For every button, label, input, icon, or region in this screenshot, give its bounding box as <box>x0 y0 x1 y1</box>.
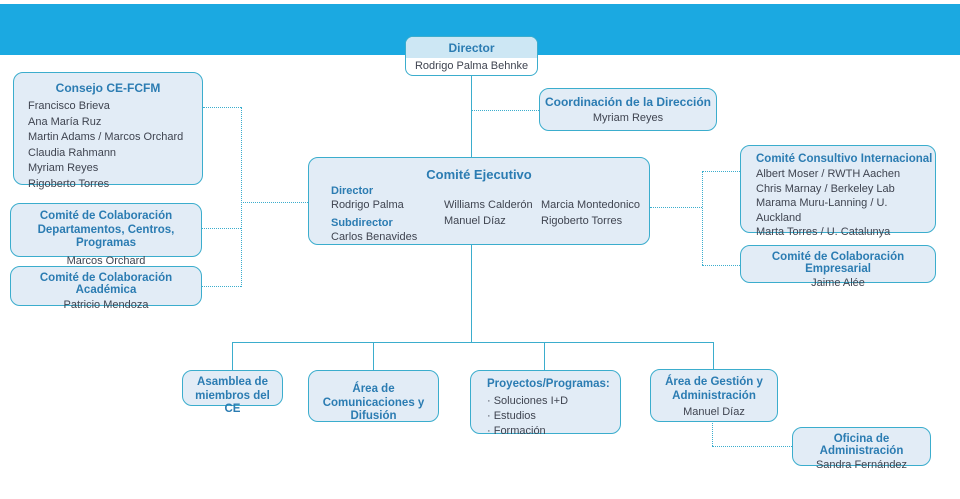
connector-ejecutivo-stem <box>471 245 472 342</box>
node-empresarial-title: Comité de Colaboración Empresarial <box>771 251 905 275</box>
connector-departamentos-branch <box>202 228 241 229</box>
connector-consultivo-branch <box>702 171 740 172</box>
node-academica-title: Comité de Colaboración Académica <box>39 272 173 296</box>
connector-academica-branch <box>202 286 241 287</box>
list-item: · Soluciones I+D <box>487 395 569 407</box>
member-name: Manuel Díaz <box>444 215 506 227</box>
ejecutivo-col-2: Williams Calderón Manuel Díaz <box>444 197 533 229</box>
node-oficina-title: Oficina de Administración <box>819 433 904 457</box>
connector-left-rail <box>241 107 242 287</box>
node-comunicaciones: Área de Comunicaciones y Difusión <box>308 370 439 422</box>
connector-ejecutivo-rightrail <box>650 207 702 208</box>
connector-drop-comunicaciones <box>373 342 374 370</box>
node-ejecutivo-title: Comité Ejecutivo <box>426 167 532 182</box>
connector-gestion-oficina-v <box>712 421 713 446</box>
connector-drop-proyectos <box>544 342 545 370</box>
consejo-member-list: Francisco Brieva Ana María Ruz Martin Ad… <box>14 99 202 192</box>
node-consejo: Consejo CE-FCFM Francisco Brieva Ana Mar… <box>13 72 203 190</box>
list-item: Marta Torres / U. Catalunya <box>756 226 891 238</box>
node-comunicaciones-title: Área de Comunicaciones y Difusión <box>322 383 425 422</box>
list-item: Claudia Rahmann <box>28 146 117 159</box>
connector-drop-gestion <box>713 342 714 369</box>
node-departamentos-title: Comité de Colaboración Departamentos, Ce… <box>37 210 175 249</box>
node-consultivo: Comité Consultivo Internacional Albert M… <box>740 145 936 238</box>
connector-director-ejecutivo <box>471 76 472 157</box>
connector-leftrail-ejecutivo <box>241 202 308 203</box>
list-item: Albert Moser / RWTH Aachen <box>756 168 901 180</box>
member-name: Rigoberto Torres <box>541 215 623 227</box>
list-item: Francisco Brieva <box>28 100 110 112</box>
node-director: Director Rodrigo Palma Behnke <box>405 36 538 76</box>
node-consultivo-title: Comité Consultivo Internacional <box>756 153 933 165</box>
node-academica: Comité de Colaboración Académica Patrici… <box>10 266 202 311</box>
subdirector-name: Carlos Benavides <box>331 230 418 243</box>
connector-director-coordinacion <box>472 110 539 111</box>
director-name: Rodrigo Palma <box>331 198 404 211</box>
connector-drop-asamblea <box>232 342 233 370</box>
connector-consejo-branch <box>203 107 241 108</box>
node-coordinacion: Coordinación de la Dirección Myriam Reye… <box>539 88 717 131</box>
node-director-title: Director <box>406 37 537 58</box>
node-coordinacion-name: Myriam Reyes <box>592 112 664 124</box>
list-item: Martin Adams / Marcos Orchard <box>28 131 184 143</box>
node-proyectos-title: Proyectos/Programas: <box>487 378 610 390</box>
connector-gestion-oficina-h <box>712 446 792 447</box>
node-empresarial: Comité de Colaboración Empresarial Jaime… <box>740 245 936 289</box>
node-consejo-title: Consejo CE-FCFM <box>55 81 161 95</box>
list-item: Rigoberto Torres <box>28 177 110 190</box>
ejecutivo-col-3: Marcia Montedonico Rigoberto Torres <box>541 197 640 229</box>
node-director-name: Rodrigo Palma Behnke <box>414 60 529 72</box>
node-gestion-name: Manuel Díaz <box>683 406 745 418</box>
connector-empresarial-branch <box>702 265 740 266</box>
member-name: Marcia Montedonico <box>541 199 641 211</box>
node-coordinacion-title: Coordinación de la Dirección <box>544 95 712 109</box>
consultivo-member-list: Albert Moser / RWTH Aachen Chris Marnay … <box>756 167 935 240</box>
node-empresarial-name: Jaime Alée <box>811 277 865 289</box>
node-oficina-name: Sandra Fernández <box>815 459 908 471</box>
proyectos-item-list: · Soluciones I+D · Estudios · Formación <box>487 394 620 439</box>
node-oficina: Oficina de Administración Sandra Fernánd… <box>792 427 931 471</box>
node-academica-name: Patricio Mendoza <box>63 299 149 311</box>
node-ejecutivo: Comité Ejecutivo Director Rodrigo Palma … <box>308 157 650 245</box>
ejecutivo-col-direccion: Director Rodrigo Palma Subdirector Carlo… <box>331 185 417 244</box>
list-item: · Formación <box>487 425 546 437</box>
node-gestion: Área de Gestión y Administración Manuel … <box>650 369 778 422</box>
node-departamentos: Comité de Colaboración Departamentos, Ce… <box>10 203 202 267</box>
list-item: Chris Marnay / Berkeley Lab <box>756 182 895 195</box>
node-asamblea: Asamblea de miembros del CE <box>182 370 283 415</box>
node-gestion-title: Área de Gestión y Administración <box>665 376 763 402</box>
node-asamblea-title: Asamblea de miembros del CE <box>195 376 270 415</box>
connector-bottom-rail <box>232 342 714 343</box>
member-name: Williams Calderón <box>444 199 533 211</box>
list-item: Ana María Ruz <box>28 115 102 128</box>
node-departamentos-name: Marcos Orchard <box>66 254 146 267</box>
node-proyectos: Proyectos/Programas: · Soluciones I+D · … <box>470 370 621 437</box>
director-label: Director <box>331 185 374 197</box>
list-item: Myriam Reyes <box>28 162 99 174</box>
connector-right-rail <box>702 171 703 265</box>
list-item: · Estudios <box>487 410 536 422</box>
subdirector-label: Subdirector <box>331 217 393 229</box>
list-item: Marama Muru-Lanning / U. Auckland <box>756 197 888 224</box>
